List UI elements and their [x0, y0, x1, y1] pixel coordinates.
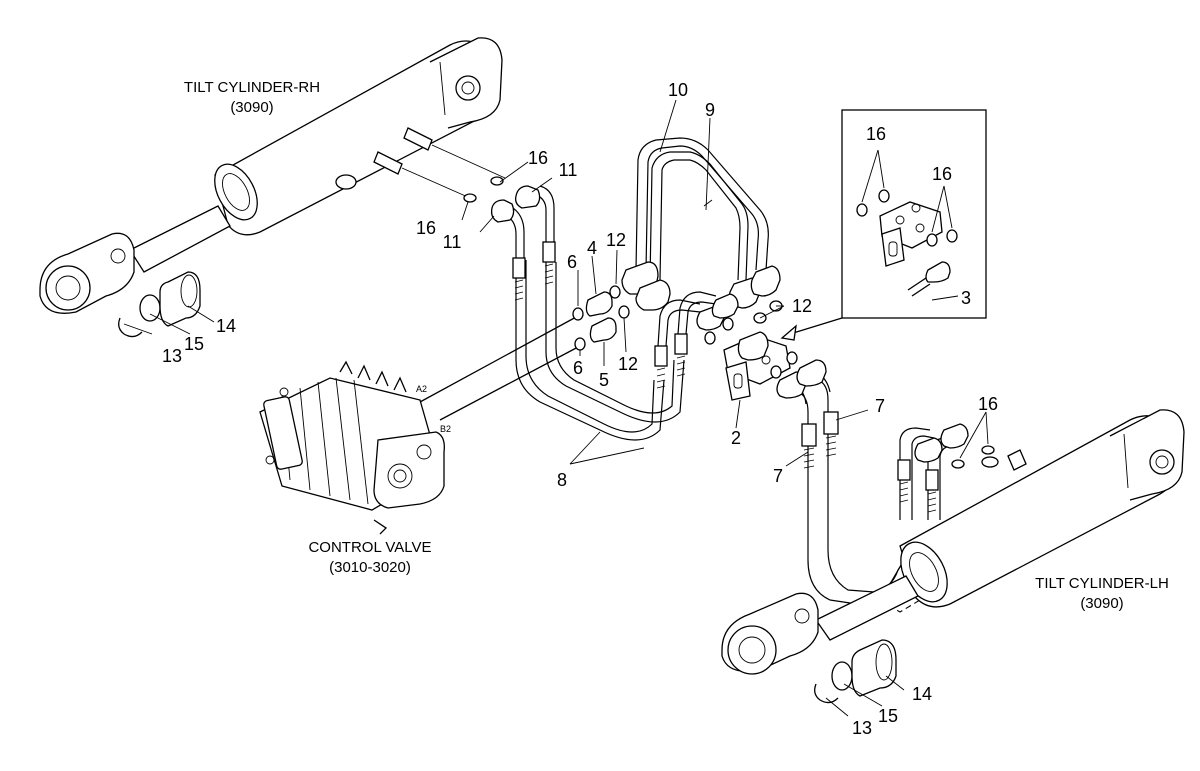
callout-13-rh: 13 — [162, 346, 182, 366]
bushing-14-lh — [851, 639, 897, 697]
tilt-cylinder-lh-code: (3090) — [1080, 595, 1123, 612]
callout-16-rh-upper: 16 — [528, 148, 548, 168]
callout-7-upper: 7 — [875, 396, 885, 416]
o-ring-6-bottom — [574, 337, 586, 351]
tilt-cylinder-rh — [39, 37, 506, 314]
control-valve-code: (3010-3020) — [329, 559, 411, 576]
port-label-a2: A2 — [416, 384, 427, 394]
tilt-cylinder-rh-code: (3090) — [230, 99, 273, 116]
callout-14-lh: 14 — [912, 684, 932, 704]
callout-8: 8 — [557, 470, 567, 490]
retaining-ring-13-rh — [118, 317, 143, 338]
port-label-b2: B2 — [440, 424, 451, 434]
callout-9: 9 — [705, 100, 715, 120]
o-ring-12-top — [609, 285, 621, 299]
callout-10: 10 — [668, 80, 688, 100]
manifold-detail-inset — [841, 109, 987, 319]
callout-6-bottom: 6 — [573, 358, 583, 378]
hose-8 — [503, 185, 717, 441]
control-valve — [259, 360, 445, 535]
callout-16-lh: 16 — [978, 394, 998, 414]
o-ring-16-b — [490, 176, 504, 186]
callout-3: 3 — [961, 288, 971, 308]
bushing-14-rh — [159, 271, 201, 327]
callout-12-bottom: 12 — [618, 354, 638, 374]
callout-7-lower: 7 — [773, 466, 783, 486]
leader-lines — [123, 99, 959, 717]
lh-pin-hardware — [814, 639, 897, 704]
callout-2: 2 — [731, 428, 741, 448]
callout-12-right: 12 — [792, 296, 812, 316]
callout-11-upper: 11 — [559, 160, 578, 180]
o-ring-12-bottom — [618, 305, 630, 319]
callout-6-top: 6 — [567, 252, 577, 272]
tilt-cylinder-lh — [721, 409, 1185, 675]
callout-15-lh: 15 — [878, 706, 898, 726]
callout-15-rh: 15 — [184, 334, 204, 354]
callout-14-rh: 14 — [216, 316, 236, 336]
tilt-cylinder-lh-title: TILT CYLINDER-LH — [1035, 575, 1169, 592]
hose-7 — [776, 359, 921, 613]
callout-4: 4 — [587, 238, 597, 258]
o-ring-16-a — [463, 193, 477, 203]
callout-5: 5 — [599, 370, 609, 390]
retaining-ring-13-lh — [814, 683, 839, 704]
lh-cylinder-hoses — [897, 411, 995, 520]
adapter-fittings-4-5 — [572, 285, 630, 351]
callout-16-rh-lower: 16 — [416, 218, 436, 238]
callout-13-lh: 13 — [852, 718, 872, 738]
callout-16-inset-right: 16 — [932, 164, 952, 184]
callout-16-inset-left: 16 — [866, 124, 886, 144]
tubes-9-10 — [621, 137, 781, 311]
control-valve-title: CONTROL VALVE — [308, 539, 431, 556]
tilt-cylinder-rh-title: TILT CYLINDER-RH — [184, 79, 320, 96]
shim-15-lh — [831, 661, 853, 691]
adapter-4 — [585, 291, 613, 317]
manifold-block-2 — [696, 293, 798, 401]
callout-12-top: 12 — [606, 230, 626, 250]
rh-pin-hardware — [118, 271, 201, 338]
fitting-11-pair — [463, 176, 541, 223]
adapter-5 — [589, 317, 617, 343]
callout-11-lower: 11 — [443, 232, 462, 252]
o-ring-6-top — [572, 307, 584, 321]
